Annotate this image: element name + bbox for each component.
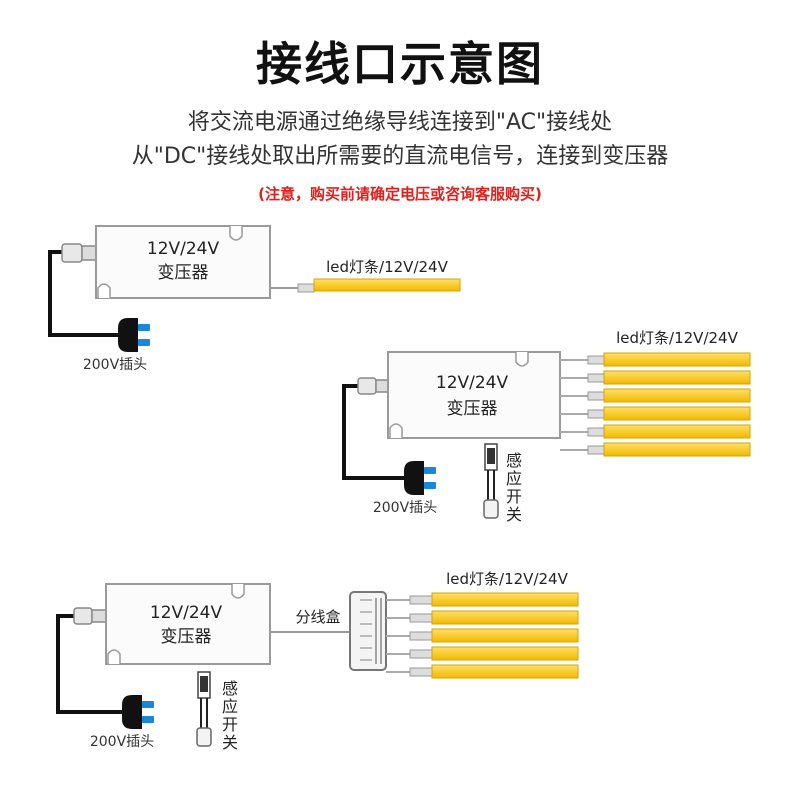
sensor-label-char-4: 关 [222, 733, 238, 752]
power-cable [342, 384, 408, 480]
sensor-label-char-2: 应 [506, 469, 522, 488]
plug-icon [404, 461, 436, 495]
power-cable [56, 614, 126, 714]
sensor-switch-icon [196, 671, 212, 747]
led-label: led灯条/12V/24V [616, 329, 738, 347]
wire-connector [409, 613, 433, 623]
wire-connector [587, 355, 605, 365]
cable-gland [73, 607, 107, 625]
transformer-label: 变压器 [447, 399, 498, 419]
wire-connector [409, 667, 433, 677]
wire-connector [297, 283, 315, 293]
cable-gland [357, 377, 391, 395]
led-strip-group [560, 352, 751, 457]
plug-icon [118, 318, 150, 352]
warning-note: (注意，购买前请确定电压或咨询客服购买) [258, 185, 542, 203]
led-strip [603, 406, 751, 421]
sensor-label: 感 应 开 关 [222, 679, 238, 752]
sensor-label-char-3: 开 [222, 715, 238, 734]
led-strip [603, 352, 751, 367]
led-strip [431, 646, 579, 661]
sensor-label-char-1: 感 [506, 451, 522, 470]
plug-label: 200V插头 [90, 734, 154, 750]
wire-connector [409, 649, 433, 659]
led-strip [431, 664, 579, 679]
transformer-voltage-label: 12V/24V [436, 373, 509, 393]
splitter-box [349, 591, 387, 671]
transformer-box: 12V/24V 变压器 [387, 351, 561, 439]
output-wires [386, 599, 410, 673]
page-title: 接线口示意图 [256, 37, 544, 91]
led-strip [603, 424, 751, 439]
plug-icon [122, 695, 154, 729]
wire-connector [587, 409, 605, 419]
led-strip [603, 388, 751, 403]
led-strip [431, 592, 579, 607]
plug-label: 200V插头 [83, 357, 147, 373]
wire-connector [587, 427, 605, 437]
diagram-2: 12V/24V 变压器 led灯条/12V/24V [342, 329, 751, 524]
sensor-switch-icon [483, 443, 499, 519]
description-line-2: 从"DC"接线处取出所需要的直流电信号，连接到变压器 [131, 144, 669, 169]
wire-connector [587, 445, 605, 455]
wire-connector [409, 631, 433, 641]
splitter-label: 分线盒 [295, 608, 340, 626]
transformer-box: 12V/24V 变压器 [105, 583, 271, 665]
wire-connector [587, 373, 605, 383]
sensor-label: 感 应 开 关 [506, 451, 522, 524]
diagram-3: 12V/24V 变压器 分线盒 led灯条/12V/24V [56, 570, 579, 752]
sensor-label-char-3: 开 [506, 487, 522, 506]
led-label: led灯条/12V/24V [326, 258, 448, 276]
output-wires [560, 359, 588, 451]
wire-connector [409, 595, 433, 605]
led-strip [603, 370, 751, 385]
sensor-label-char-4: 关 [506, 505, 522, 524]
wire-connector [587, 391, 605, 401]
transformer-box: 12V/24V 变压器 [95, 225, 271, 299]
led-strip-group [386, 592, 579, 679]
led-strip [431, 628, 579, 643]
plug-label: 200V插头 [373, 500, 437, 516]
led-strip [431, 610, 579, 625]
cable-gland [61, 243, 97, 263]
transformer-label: 变压器 [161, 627, 212, 647]
led-strip [313, 278, 461, 292]
led-label: led灯条/12V/24V [446, 570, 568, 588]
led-strip [603, 442, 751, 457]
transformer-voltage-label: 12V/24V [147, 239, 220, 259]
transformer-voltage-label: 12V/24V [150, 603, 223, 623]
sensor-label-char-2: 应 [222, 697, 238, 716]
transformer-label: 变压器 [158, 263, 209, 283]
diagram-1: 12V/24V 变压器 led灯条/12V/24V 200V插头 [48, 225, 461, 373]
description-line-1: 将交流电源通过绝缘导线连接到"AC"接线处 [187, 110, 613, 135]
sensor-label-char-1: 感 [222, 679, 238, 698]
